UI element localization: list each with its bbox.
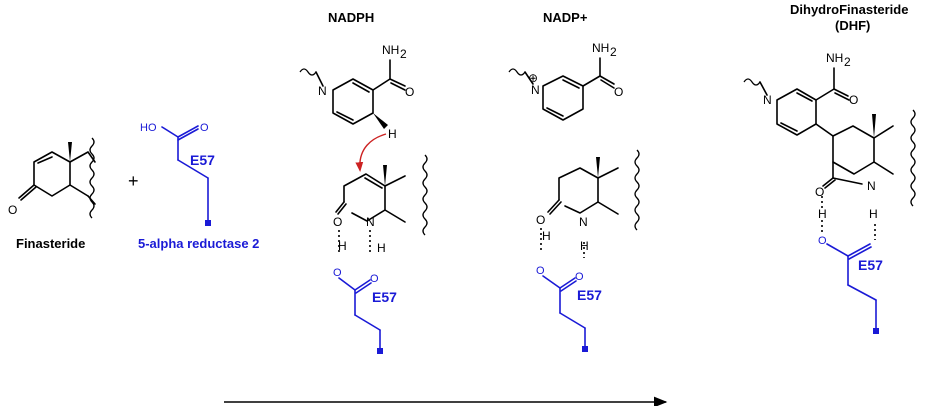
nadp-plus-amide-o: O [614,85,623,99]
finasteride-structure [18,137,96,219]
nadph-structure [299,59,406,172]
dhf-label-line1: DihydroFinasteride [790,2,908,17]
nadph-label: NADPH [328,10,374,25]
complex1-structure [335,154,428,252]
dhf-o: O [815,185,824,199]
dhf-e57-label: E57 [858,257,883,273]
dhf-n2: N [867,179,876,193]
complex2-e57-label: E57 [577,287,602,303]
complex1-h2: H [377,241,386,255]
finasteride-carbonyl-o: O [8,203,17,217]
complex1-e57-label: E57 [372,289,397,305]
complex2-structure [540,149,640,258]
dhf-h2: H [869,207,878,221]
complex1-o: O [333,215,342,229]
plus-sign: + [128,171,139,191]
nadp-plus-label: NADP+ [543,10,588,25]
nadp-plus-structure [508,57,615,121]
complex2-n: N [579,215,588,229]
dhf-n: N [763,93,772,107]
dhf-e57 [826,243,879,334]
complex2-o: O [536,213,545,227]
nadph-amide-o: O [405,85,414,99]
dhf-e57-o1: O [818,235,827,247]
nadph-n: N [318,84,327,98]
nadph-amide-n: NH [382,43,399,57]
complex1-n: N [366,215,375,229]
complex2-e57 [542,275,588,352]
e57-label: E57 [190,152,215,168]
complex2-e57-o1: O [536,265,545,277]
dhf-amide-sub: 2 [844,55,851,69]
nadp-plus-n: N [531,83,540,97]
nadph-amide-sub: 2 [400,47,407,61]
e57-sidechain-free [161,125,211,226]
finasteride-label: Finasteride [16,236,85,251]
complex2-h1: H [542,229,551,243]
complex1-e57-o1: O [333,267,342,279]
dhf-amide-o: O [849,93,858,107]
complex1-h1: H [338,239,347,253]
dhf-h1: H [818,207,827,221]
nadp-plus-amide-sub: 2 [610,45,617,59]
dhf-amide-n: NH [826,51,843,65]
nadph-hydride-h: H [388,127,397,141]
complex2-e57-o2: O [575,271,584,283]
e57-hydroxyl: HO [140,122,157,134]
complex1-e57 [338,277,383,354]
e57-carbonyl-o: O [200,122,209,134]
nadp-plus-amide-n: NH [592,41,609,55]
complex1-e57-o2: O [370,273,379,285]
nadp-plus-charge: ⊕ [528,71,538,85]
complex2-h2: H [580,239,589,253]
enzyme-label: 5-alpha reductase 2 [138,236,259,251]
dhf-structure [743,67,916,240]
dhf-label-line2: (DHF) [835,18,870,33]
